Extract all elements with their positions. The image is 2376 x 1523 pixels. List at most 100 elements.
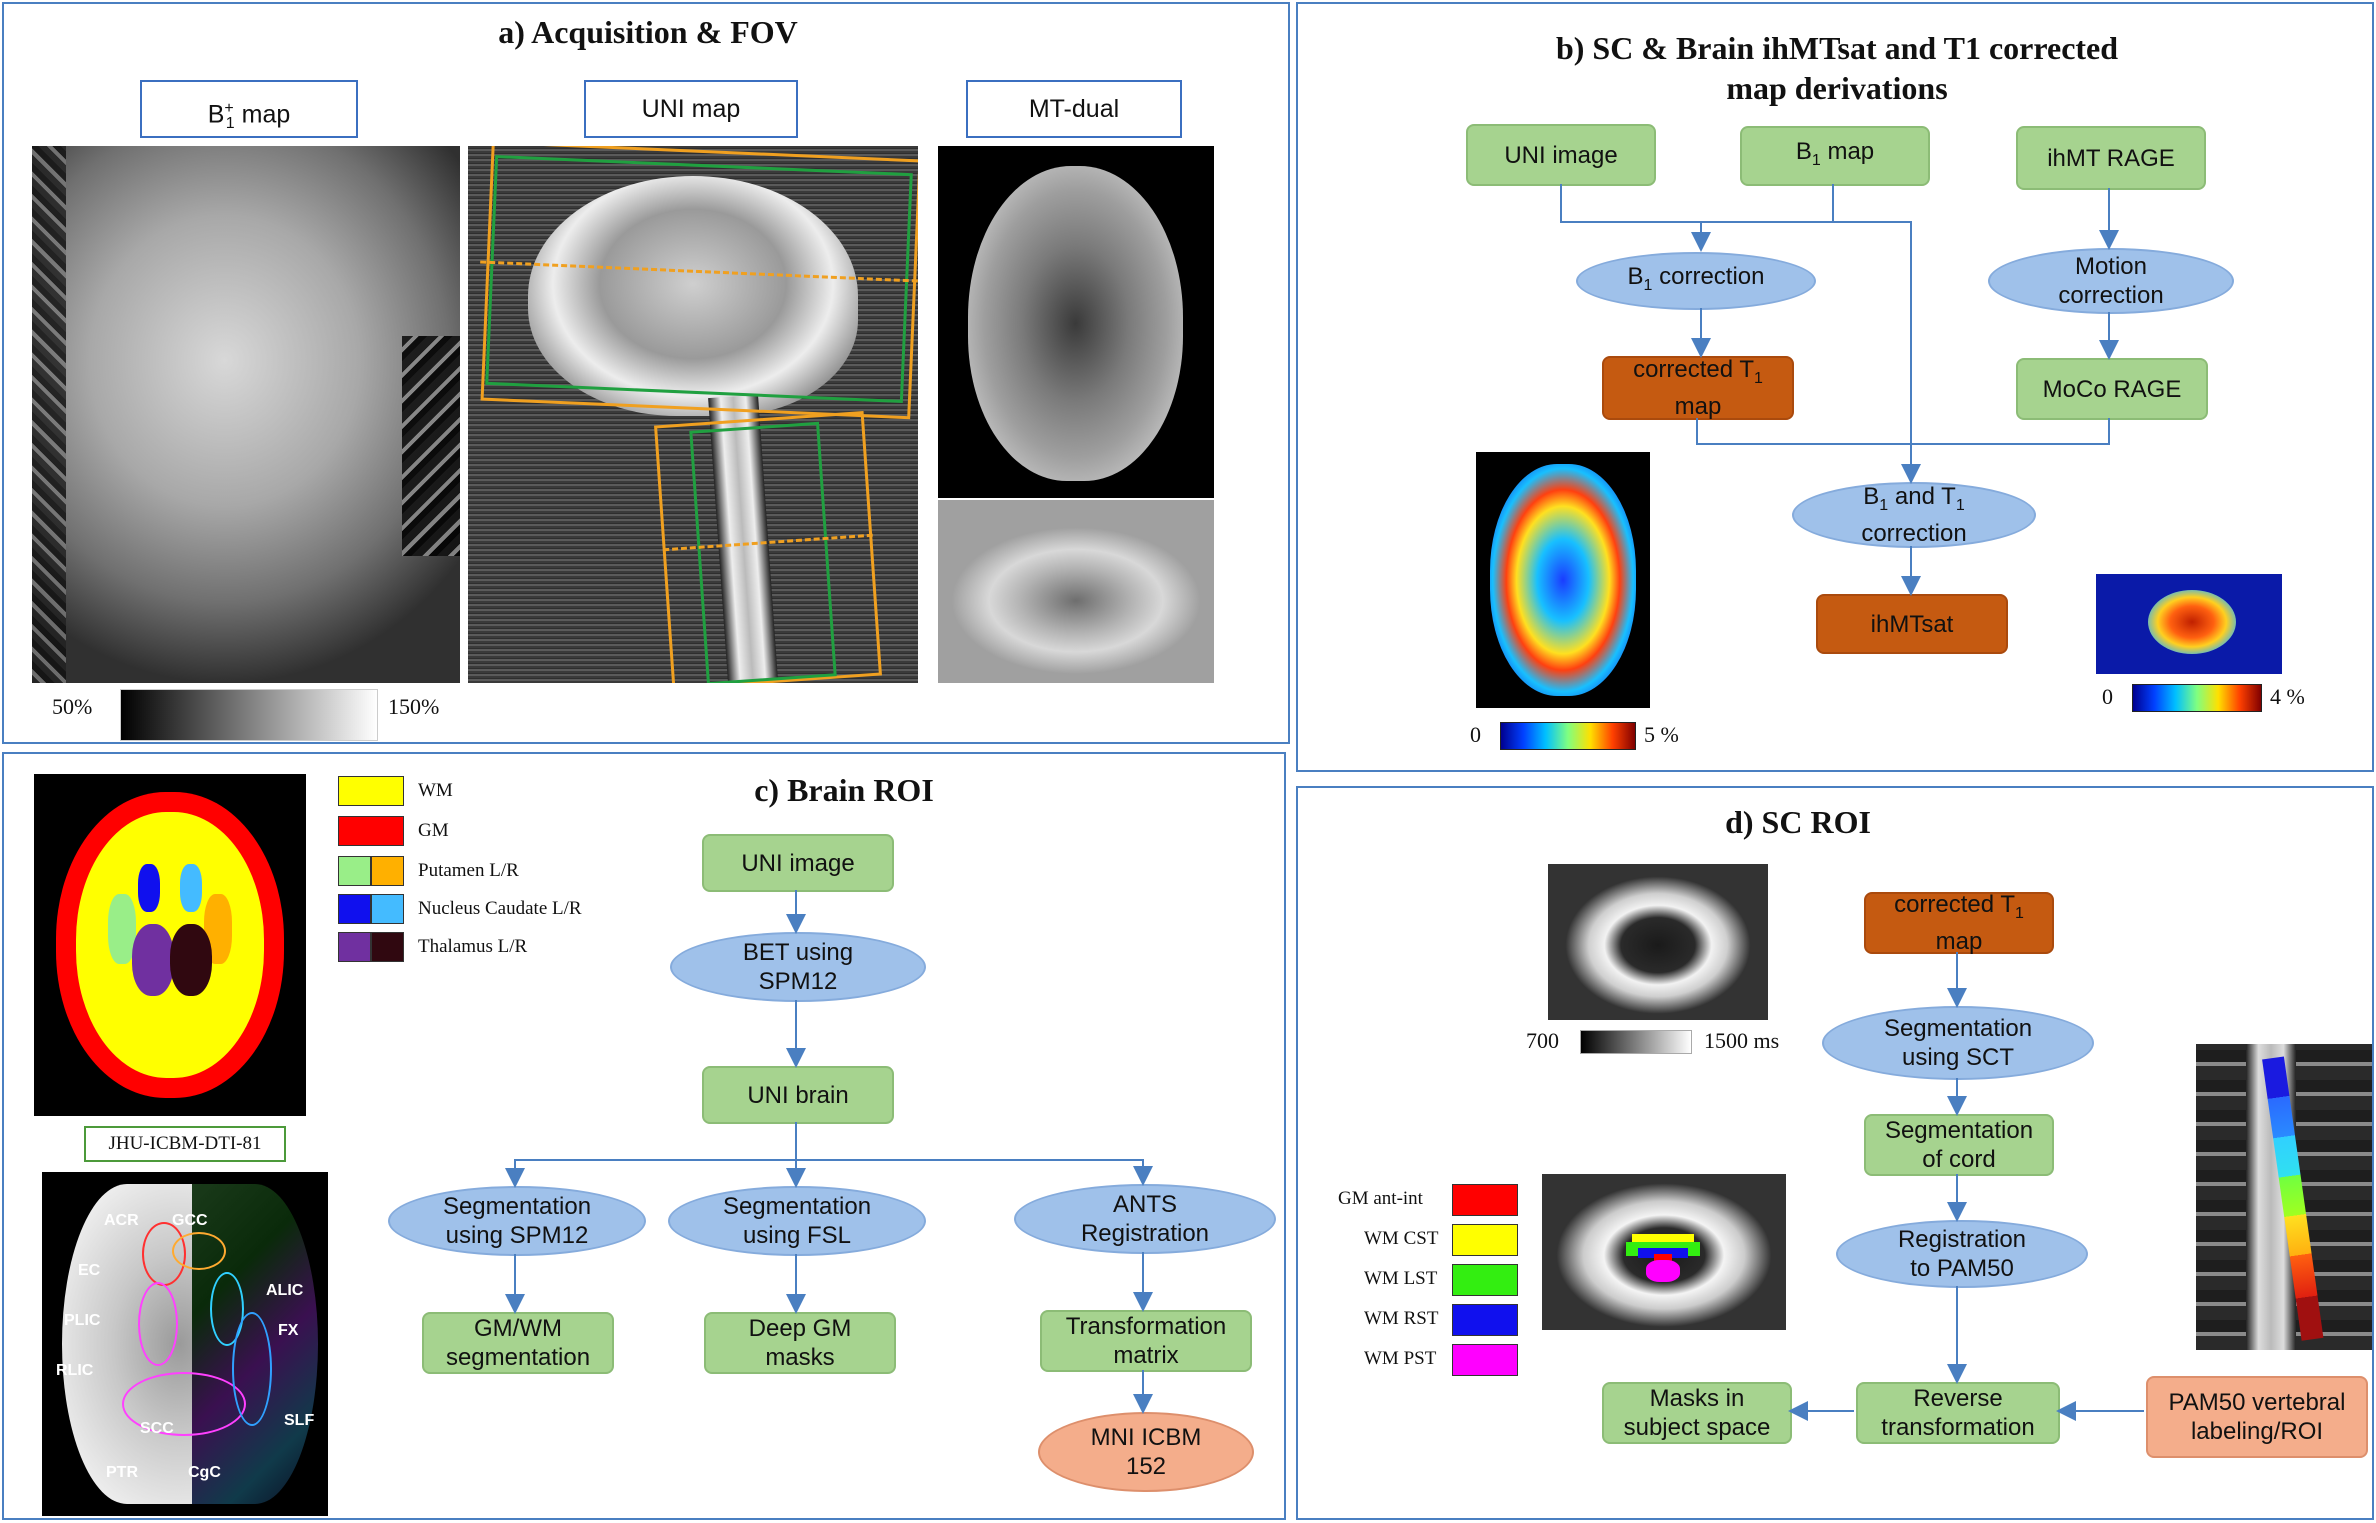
tract-acr-label: ACR (104, 1212, 139, 1229)
seg-spm12-ellipse: Segmentation using SPM12 (388, 1186, 646, 1256)
legend-wm-swatch (338, 776, 404, 806)
reg-pam50-ellipse: Registration to PAM50 (1836, 1220, 2088, 1288)
tract-cgc-label: CgC (188, 1464, 221, 1481)
arrow-b1map-to-b1corr (1701, 184, 1834, 223)
pam50-sagittal-image (2196, 1044, 2372, 1350)
seg-thalamus-r (170, 924, 212, 996)
reverse-transform-box: Reverse transformation (1856, 1382, 2060, 1444)
moco-rage-box: MoCo RAGE (2016, 358, 2208, 420)
sc-t1-cbar-min: 700 (1526, 1028, 1559, 1053)
uni-map-image (468, 146, 918, 683)
atlas-wm-pst (1646, 1260, 1680, 1282)
mt-dual-label: MT-dual (966, 80, 1182, 138)
tract-slf-contour (232, 1312, 272, 1426)
panel-sc-roi: d) SC ROI 700 1500 ms GM ant-int WM CST … (1296, 786, 2374, 1520)
b1-correction-ellipse: B1 correction (1576, 252, 1816, 310)
brain-segmentation-image (34, 774, 306, 1116)
tract-ec-label: EC (78, 1262, 101, 1279)
sc-cbar-max: 4 % (2270, 684, 2305, 709)
tract-gcc-contour (172, 1232, 226, 1270)
sc-legend-pst-label: WM PST (1364, 1348, 1437, 1369)
b1-map-box: B1 map (1740, 126, 1930, 186)
b1-map-image (32, 146, 460, 683)
sc-t1-image (1548, 864, 1768, 1020)
arrow-t1-to-b1t1 (1696, 418, 2110, 445)
tract-gcc-label: GCC (172, 1212, 208, 1229)
tract-rlic-label: RLIC (56, 1362, 94, 1379)
sc-cbar-min: 0 (2102, 684, 2113, 709)
uni-map-label: UNI map (584, 80, 798, 138)
ants-ellipse: ANTS Registration (1014, 1184, 1276, 1254)
legend-caudate-label: Nucleus Caudate L/R (418, 898, 582, 919)
sc-legend-lst-label: WM LST (1364, 1268, 1438, 1289)
legend-caudate-l-swatch (338, 894, 371, 924)
sc-legend-cst-label: WM CST (1364, 1228, 1439, 1249)
panel-ihmtsat-derivation: b) SC & Brain ihMTsat and T1 corrected m… (1296, 2, 2374, 772)
pam50-labeling-box: PAM50 vertebral labeling/ROI (2146, 1376, 2368, 1458)
deep-gm-box: Deep GM masks (704, 1312, 896, 1374)
legend-gm-label: GM (418, 820, 449, 841)
atlas-gm-ant-int (1654, 1254, 1672, 1264)
gmwm-seg-box: GM/WM segmentation (422, 1312, 614, 1374)
panel-a-title: a) Acquisition & FOV (498, 14, 798, 50)
sc-legend-cst-swatch (1452, 1224, 1518, 1256)
transform-matrix-box: Transformation matrix (1040, 1310, 1252, 1372)
tract-ptr-label: PTR (106, 1464, 138, 1481)
c-uni-image-box: UNI image (702, 834, 894, 892)
tract-slf-label: SLF (284, 1412, 315, 1429)
panel-acquisition: a) Acquisition & FOV B+1 map UNI map MT-… (2, 2, 1290, 744)
legend-gm-swatch (338, 816, 404, 846)
brain-cbar-max: 5 % (1644, 722, 1679, 747)
sc-ihmtsat-colorbar (2132, 684, 2262, 712)
uni-brain-region (528, 176, 858, 416)
legend-putamen-l-swatch (338, 856, 371, 886)
brain-cbar-min: 0 (1470, 722, 1481, 747)
legend-putamen-label: Putamen L/R (418, 860, 519, 881)
legend-thalamus-r-swatch (371, 932, 404, 962)
ihmtsat-brain-image (1476, 452, 1650, 708)
panel-brain-roi: c) Brain ROI WM GM Putamen L/R Nucleus C… (2, 752, 1286, 1520)
tract-scc-label: SCC (140, 1420, 174, 1437)
seg-caudate-r (180, 864, 202, 912)
atlas-label: JHU-ICBM-DTI-81 (84, 1126, 286, 1162)
b1-cbar-min: 50% (52, 694, 93, 719)
sc-legend-gm-swatch (1452, 1184, 1518, 1216)
ihmtsat-sc-map (2148, 590, 2236, 654)
mt-dual-brain-image (938, 146, 1214, 498)
panel-d-title: d) SC ROI (1725, 804, 1871, 840)
mt-brain-axial (968, 166, 1183, 481)
arrow-branch-bar (505, 1122, 797, 1188)
seg-cord-box: Segmentation of cord (1864, 1114, 2054, 1176)
b1-map-noise-left (32, 146, 66, 683)
uni-brain-box: UNI brain (702, 1066, 894, 1124)
sc-legend-gm-label: GM ant-int (1338, 1188, 1423, 1209)
ihmtsat-sc-image (2096, 574, 2282, 674)
mni-icbm-ellipse: MNI ICBM 152 (1038, 1412, 1254, 1492)
arrow-b1map-to-b1t1 (1833, 221, 1921, 484)
uni-image-box: UNI image (1466, 124, 1656, 186)
ihmtsat-brain-map (1490, 464, 1636, 696)
tract-fx-label: FX (278, 1322, 299, 1339)
masks-subject-box: Masks in subject space (1602, 1382, 1792, 1444)
brain-ihmtsat-colorbar (1500, 722, 1636, 750)
sc-t1-colorbar (1580, 1030, 1692, 1054)
seg-caudate-l (138, 864, 160, 912)
panel-b-title: b) SC & Brain ihMTsat and T1 corrected m… (1555, 30, 2119, 106)
b1-map-noise-right (402, 336, 460, 556)
panel-c-title: c) Brain ROI (754, 772, 934, 808)
sc-legend-rst-label: WM RST (1364, 1308, 1439, 1329)
arrow-uni-to-b1corr (1560, 184, 1711, 252)
jhu-atlas-image: ACR GCC EC ALIC PLIC FX RLIC SCC SLF PTR… (42, 1172, 328, 1516)
legend-thalamus-label: Thalamus L/R (418, 936, 528, 957)
tract-plic-contour (138, 1282, 178, 1366)
seg-putamen-l (108, 894, 136, 964)
atlas-wm-rst (1638, 1248, 1688, 1258)
sc-atlas-image (1542, 1174, 1786, 1330)
ihmt-rage-box: ihMT RAGE (2016, 126, 2206, 190)
tract-plic-label: PLIC (64, 1312, 101, 1329)
seg-fsl-ellipse: Segmentation using FSL (668, 1186, 926, 1256)
arrow-branch-ants (796, 1159, 1153, 1186)
